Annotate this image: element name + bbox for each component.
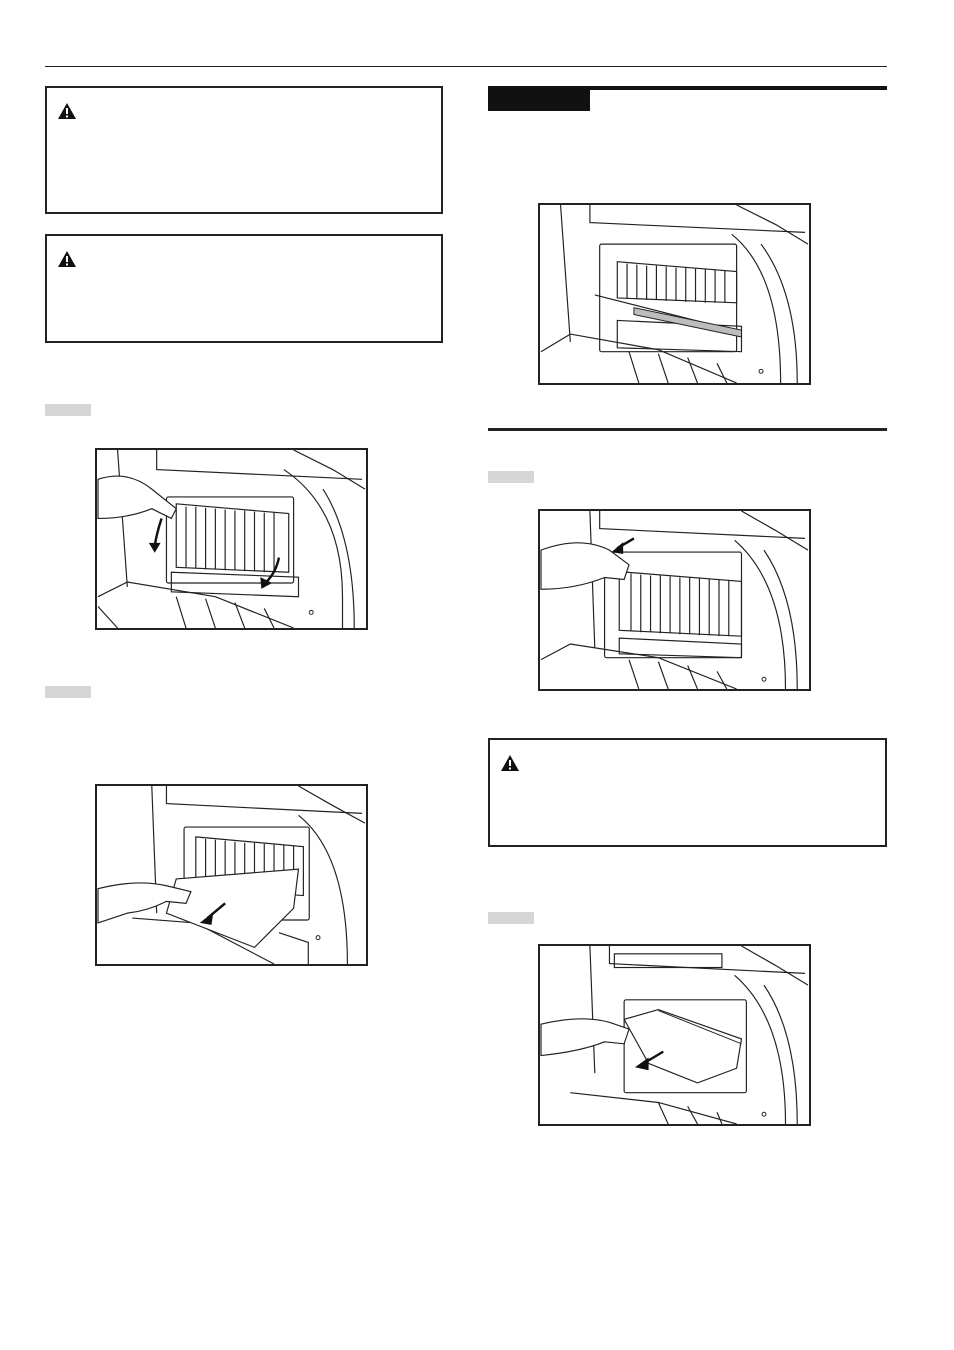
caution-box-3 — [488, 738, 887, 847]
section-divider — [488, 428, 887, 431]
illustration-pull-paper-from-fuser — [538, 944, 811, 1126]
note-label — [488, 90, 590, 111]
step-tab — [488, 912, 534, 924]
copier-illustration — [540, 205, 809, 383]
step-tab — [488, 471, 534, 483]
caution-box-2 — [45, 234, 443, 343]
header-rule — [45, 66, 887, 67]
warning-triangle-icon — [58, 251, 76, 267]
warning-triangle-icon — [501, 755, 519, 771]
illustration-pull-cover-lever — [538, 509, 811, 691]
note-header-bar — [488, 86, 887, 90]
step-tab — [45, 686, 91, 698]
illustration-open-fuser-cover — [95, 448, 368, 630]
copier-illustration — [97, 450, 366, 628]
warning-triangle-icon — [58, 103, 76, 119]
copier-illustration — [540, 511, 809, 689]
caution-box-1 — [45, 86, 443, 214]
illustration-remove-jammed-paper — [95, 784, 368, 966]
copier-illustration — [540, 946, 809, 1124]
step-tab — [45, 404, 91, 416]
copier-illustration — [97, 786, 366, 964]
illustration-fuser-area — [538, 203, 811, 385]
